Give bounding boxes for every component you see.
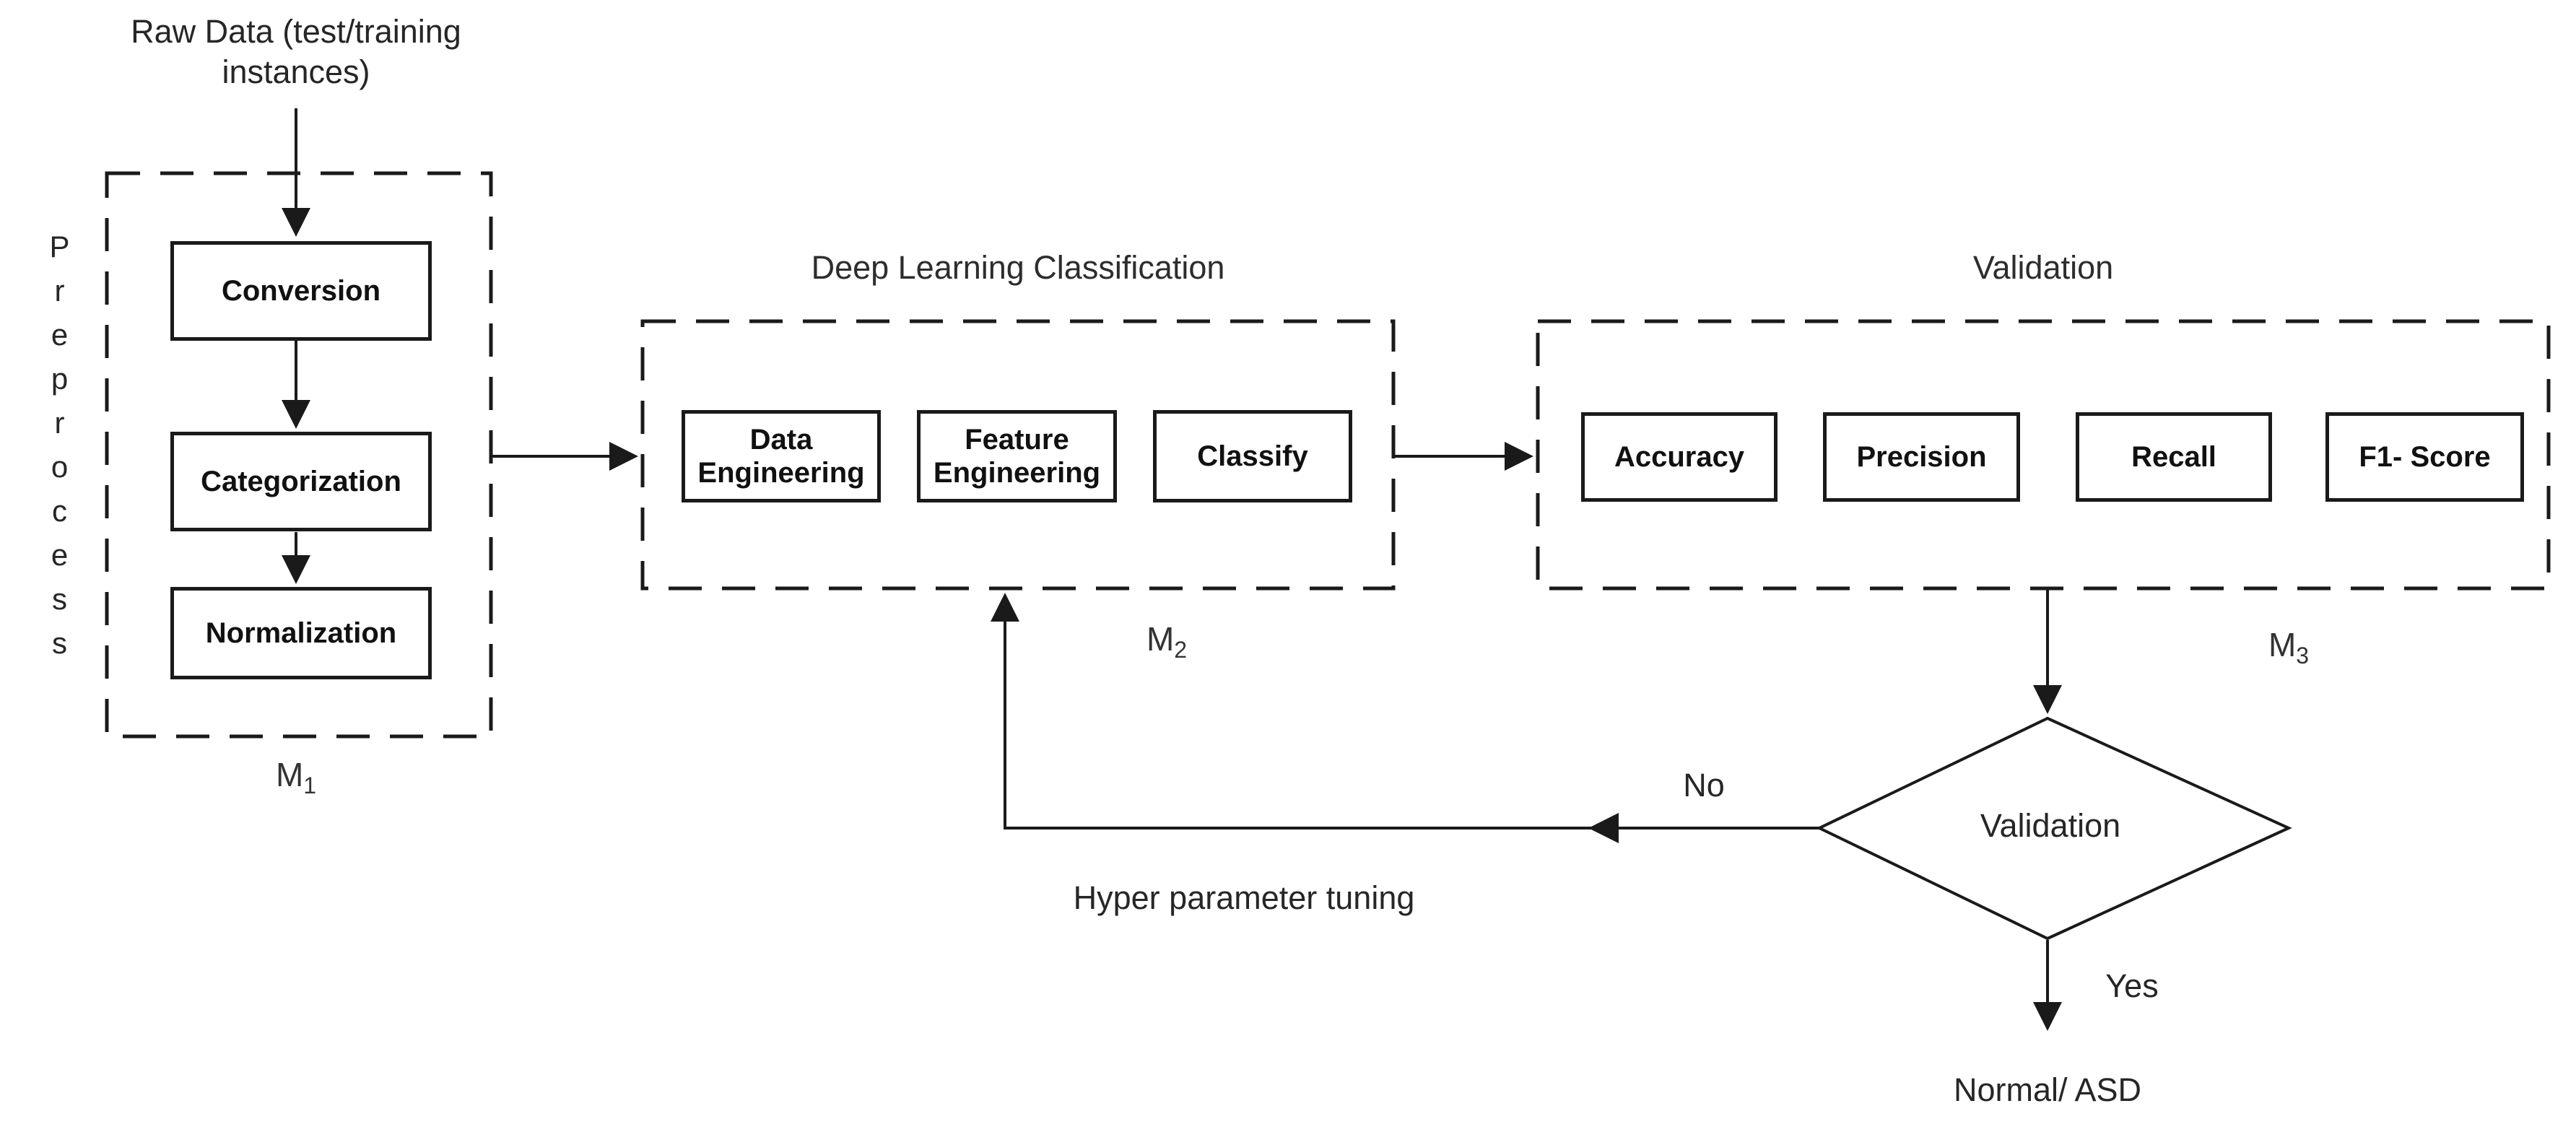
feedback-label: Hyper parameter tuning: [1073, 879, 1415, 916]
deep-learning-group-border: [640, 319, 1396, 591]
module-label-m2: M2: [1146, 620, 1188, 663]
categorization-box: Categorization: [170, 432, 432, 531]
f1-score-label: F1- Score: [2359, 441, 2491, 473]
no-branch-label: No: [1683, 767, 1725, 804]
recall-label: Recall: [2131, 441, 2216, 473]
no-path-arrowhead: [1588, 813, 1619, 843]
normalization-label: Normalization: [205, 617, 397, 649]
conversion-box: Conversion: [170, 241, 432, 341]
precision-label: Precision: [1856, 441, 1987, 473]
feature-engineering-box: Feature Engineering: [917, 410, 1117, 502]
conversion-label: Conversion: [221, 275, 381, 307]
arrow-decision-no-feedback: [991, 593, 1819, 830]
data-engineering-label: Data Engineering: [697, 424, 865, 489]
deep-learning-title: Deep Learning Classification: [811, 249, 1225, 286]
output-label: Normal/ ASD: [1953, 1071, 2142, 1108]
f1-score-box: F1- Score: [2325, 412, 2524, 502]
validation-group-border: [1536, 319, 2551, 591]
normalization-box: Normalization: [170, 587, 432, 679]
recall-box: Recall: [2076, 412, 2272, 502]
categorization-label: Categorization: [201, 466, 401, 497]
preprocess-side-label: Preprocess: [43, 230, 77, 670]
yes-branch-label: Yes: [2105, 967, 2159, 1004]
validation-title: Validation: [1972, 249, 2114, 286]
accuracy-box: Accuracy: [1581, 412, 1777, 502]
decision-diamond: [1816, 716, 2292, 941]
data-engineering-box: Data Engineering: [682, 410, 881, 502]
preprocess-group-border: [105, 171, 493, 739]
precision-box: Precision: [1823, 412, 2020, 502]
accuracy-label: Accuracy: [1614, 441, 1745, 473]
module-label-m3: M3: [2268, 626, 2310, 669]
decision-label: Validation: [1980, 807, 2121, 844]
classify-label: Classify: [1197, 440, 1308, 472]
feature-engineering-label: Feature Engineering: [933, 424, 1101, 489]
module-label-m1: M1: [275, 756, 317, 799]
classify-box: Classify: [1153, 410, 1352, 502]
raw-data-label: Raw Data (test/training instances): [131, 13, 461, 91]
